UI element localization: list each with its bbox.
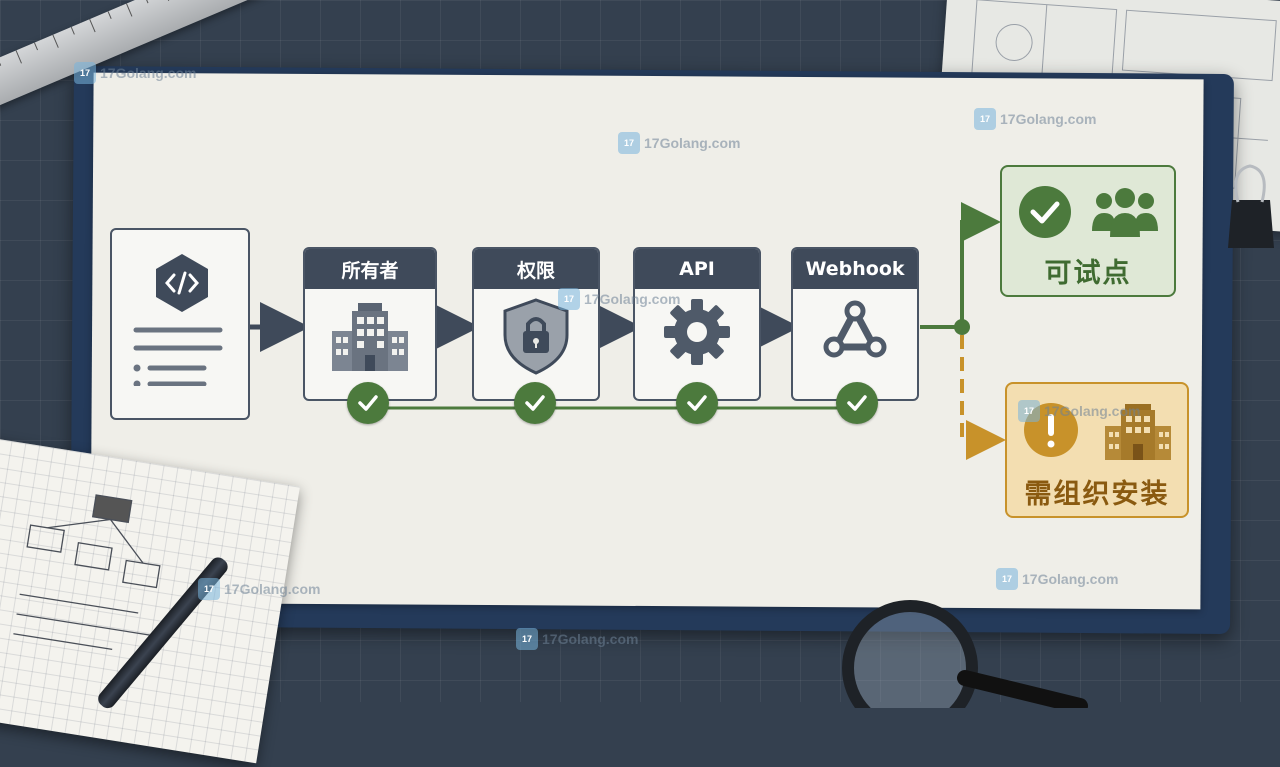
watermark: 17 17Golang.com (1018, 400, 1140, 422)
check-badge (347, 382, 389, 424)
stage-title: 所有者 (305, 249, 435, 289)
watermark-logo-icon: 17 (1018, 400, 1040, 422)
success-branch-arrow (920, 202, 1001, 329)
check-icon (847, 395, 867, 411)
stage-title: API (635, 249, 759, 289)
watermark: 17 17Golang.com (996, 568, 1118, 590)
magnifier-icon (842, 600, 1088, 708)
watermark: 17 17Golang.com (74, 62, 196, 84)
watermark-logo-icon: 17 (74, 62, 96, 84)
stage-card-permissions: 权限 (472, 247, 600, 401)
stage-title: 权限 (474, 249, 598, 289)
stage-card-api: API (633, 247, 761, 401)
check-icon (525, 395, 545, 411)
users-icon (1092, 188, 1158, 237)
gear-icon (664, 299, 730, 365)
text-lines-icon (133, 327, 223, 386)
connector-layer (248, 202, 1006, 460)
building-icon (1105, 404, 1171, 460)
code-icon (156, 254, 208, 312)
building-icon (332, 303, 408, 371)
check-circle-icon (1019, 186, 1071, 238)
outcome-label: 可试点 (1044, 258, 1132, 289)
stage-card-webhook: Webhook (791, 247, 919, 401)
watermark-logo-icon: 17 (198, 578, 220, 600)
outcome-label: 需组织安装 (1024, 479, 1170, 510)
check-badge (514, 382, 556, 424)
stage-title: Webhook (793, 249, 917, 289)
watermark: 17 17Golang.com (516, 628, 638, 650)
shield-lock-icon (503, 298, 569, 375)
flow-diagram: 所有者 权限 (74, 62, 1189, 650)
watermark: 17 17Golang.com (974, 108, 1096, 130)
watermark: 17 17Golang.com (198, 578, 320, 600)
watermark-logo-icon: 17 (996, 568, 1018, 590)
webhook-icon (823, 300, 887, 358)
source-code-card (110, 228, 250, 420)
watermark-logo-icon: 17 (558, 288, 580, 310)
check-icon (687, 395, 707, 411)
notebook (0, 436, 300, 764)
watermark: 17 17Golang.com (558, 288, 680, 310)
watermark-logo-icon: 17 (618, 132, 640, 154)
watermark: 17 17Golang.com (618, 132, 740, 154)
watermark-logo-icon: 17 (974, 108, 996, 130)
warning-branch-arrow (960, 335, 1006, 460)
check-icon (358, 395, 378, 411)
stage-card-owner: 所有者 (303, 247, 437, 401)
check-badge (836, 382, 878, 424)
binder-clip-icon (1228, 164, 1274, 248)
branch-node (954, 319, 970, 335)
watermark-logo-icon: 17 (516, 628, 538, 650)
ruler (0, 0, 393, 111)
outcome-pilot-ready: 可试点 (1000, 165, 1176, 297)
check-badge (676, 382, 718, 424)
